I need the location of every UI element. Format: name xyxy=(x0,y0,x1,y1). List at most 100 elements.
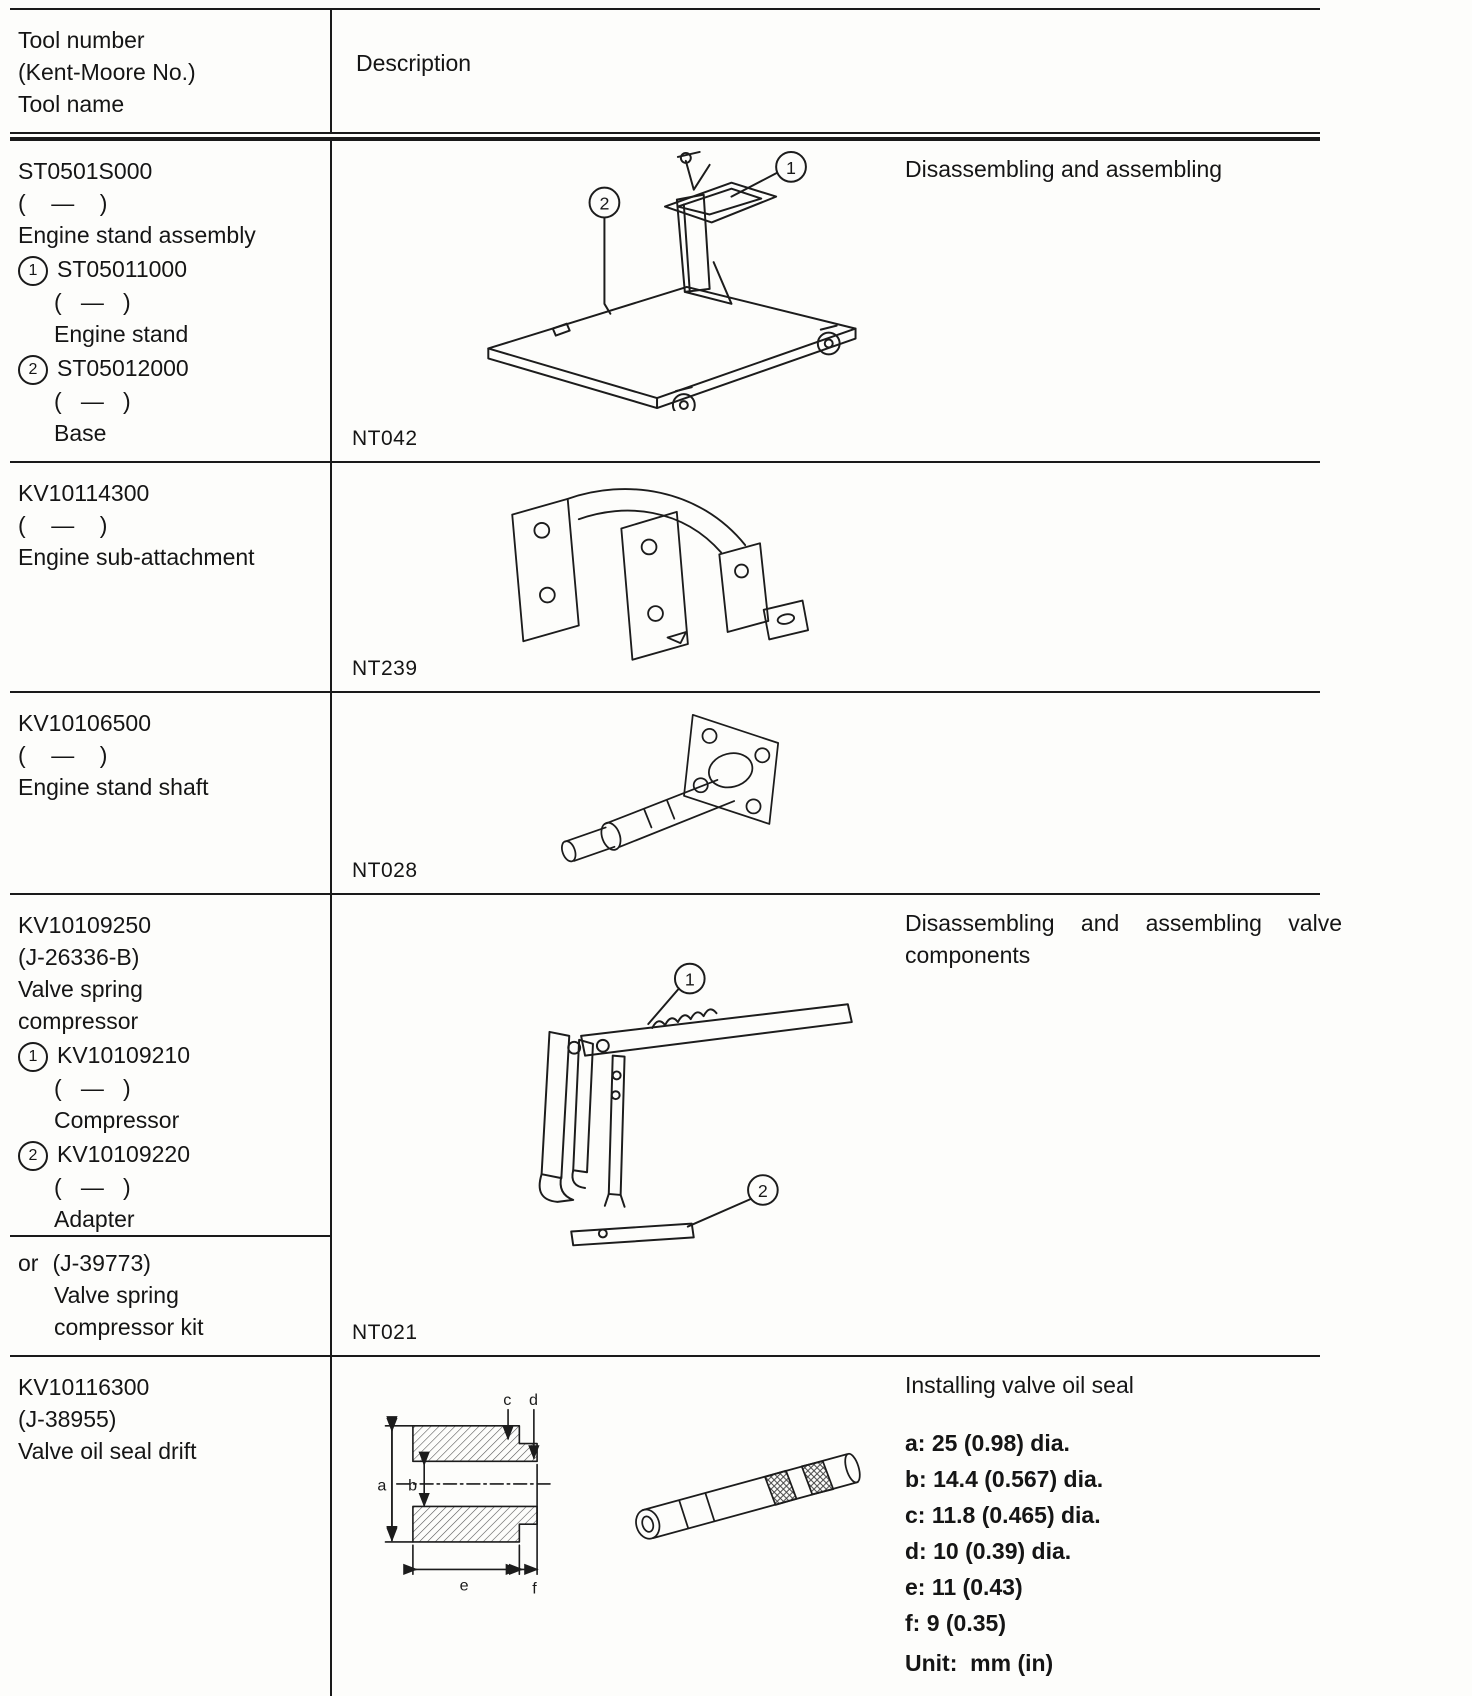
alternate-tool-block: or (J-39773) Valve spring compressor kit xyxy=(10,1235,330,1343)
tool-cell: ST0501S000 ( — ) Engine stand assembly 1… xyxy=(10,141,332,461)
header-kent-moore: (Kent-Moore No.) xyxy=(18,59,196,85)
table-row: KV10106500 ( — ) Engine stand shaft NT0 xyxy=(10,691,1320,893)
figure-code: NT021 xyxy=(352,1321,418,1344)
sub-tool-item: 1 KV10109210 xyxy=(18,1039,318,1072)
circled-number: 1 xyxy=(18,1042,48,1072)
engine-stand-figure: 1 2 xyxy=(487,150,857,411)
tool-description-block: Installing valve oil seal a: 25 (0.98) d… xyxy=(905,1369,1342,1679)
tool-name: compressor xyxy=(18,1008,139,1034)
sub-tool-name: Base xyxy=(54,420,107,446)
header-divider xyxy=(10,132,1320,141)
alt-tool-name: Valve spring xyxy=(54,1282,179,1308)
circled-number: 1 xyxy=(18,256,48,286)
sub-tool-kent: ( — ) xyxy=(54,289,131,315)
tool-cell: KV10109250 (J-26336-B) Valve spring comp… xyxy=(10,895,332,1355)
header-description: Description xyxy=(356,50,472,76)
description-cell: NT028 xyxy=(332,693,1320,893)
tool-description: Disassembling and assembling xyxy=(905,156,1223,182)
svg-text:1: 1 xyxy=(685,970,695,990)
table-row: ST0501S000 ( — ) Engine stand assembly 1… xyxy=(10,141,1320,461)
seal-drift-figure xyxy=(635,1452,861,1540)
tool-name: Engine stand shaft xyxy=(18,774,209,800)
sub-tool-code: KV10109220 xyxy=(57,1141,191,1167)
figure-callout-1: 1 xyxy=(730,150,807,198)
dim-label-a: a xyxy=(377,1476,386,1494)
engine-sub-attachment-figure xyxy=(511,488,809,661)
circled-number: 2 xyxy=(18,1141,48,1171)
svg-text:2: 2 xyxy=(758,1181,768,1201)
tool-code: KV10106500 xyxy=(18,710,152,736)
tool-code: KV10114300 xyxy=(18,480,150,506)
header-tool-name: Tool name xyxy=(18,91,125,117)
description-cell: NT239 xyxy=(332,463,1320,691)
sub-tool-kent: ( — ) xyxy=(54,1075,131,1101)
sub-tool-item: 1 ST05011000 xyxy=(18,253,318,286)
svg-text:2: 2 xyxy=(599,194,609,214)
engine-stand-shaft-figure xyxy=(561,713,780,863)
table-row: KV10109250 (J-26336-B) Valve spring comp… xyxy=(10,893,1342,1355)
tool-name: Engine sub-attachment xyxy=(18,544,255,570)
dimension-line: e: 11 (0.43) xyxy=(905,1574,1023,1600)
dimension-line: c: 11.8 (0.465) dia. xyxy=(905,1502,1101,1528)
figure-callout-2: 2 xyxy=(686,1174,779,1228)
dim-label-b: b xyxy=(408,1476,417,1494)
sub-tool-code: ST05012000 xyxy=(57,355,189,381)
alt-tool-name: compressor kit xyxy=(54,1314,204,1340)
tool-code: ST0501S000 xyxy=(18,158,153,184)
alt-kent: (J-39773) xyxy=(52,1250,151,1276)
figure-code: NT239 xyxy=(352,657,418,680)
dimension-line: b: 14.4 (0.567) dia. xyxy=(905,1466,1104,1492)
figure-code: NT042 xyxy=(352,427,418,450)
dim-label-d: d xyxy=(529,1391,538,1409)
sub-tool-name: Compressor xyxy=(54,1107,180,1133)
circled-number: 2 xyxy=(18,355,48,385)
sub-tool-item: 2 KV10109220 xyxy=(18,1138,318,1171)
dim-label-c: c xyxy=(503,1391,511,1409)
sub-tool-name: Engine stand xyxy=(54,321,189,347)
header-tool-column: Tool number (Kent-Moore No.) Tool name xyxy=(10,10,332,132)
sub-tool-name: Adapter xyxy=(54,1206,135,1232)
special-tools-table: Tool number (Kent-Moore No.) Tool name D… xyxy=(10,8,1342,1696)
sub-tool-code: ST05011000 xyxy=(57,256,188,282)
tool-kent: ( — ) xyxy=(18,512,108,538)
description-cell: a b c d e xyxy=(332,1357,1320,1696)
figure-callout-2: 2 xyxy=(588,186,621,315)
dim-label-f: f xyxy=(532,1580,537,1598)
unit-note: Unit: mm (in) xyxy=(905,1650,1054,1676)
dimension-line: d: 10 (0.39) dia. xyxy=(905,1538,1072,1564)
header-description-column: Description xyxy=(332,10,1320,132)
figure-callout-1: 1 xyxy=(647,962,706,1026)
tool-kent: (J-26336-B) xyxy=(18,944,140,970)
tool-kent: ( — ) xyxy=(18,190,108,216)
valve-spring-compressor-figure: 1 2 xyxy=(538,962,853,1247)
dimension-line: a: 25 (0.98) dia. xyxy=(905,1430,1070,1456)
table-row: KV10116300 (J-38955) Valve oil seal drif… xyxy=(10,1355,1320,1696)
tool-name: Valve oil seal drift xyxy=(18,1438,197,1464)
tool-description: Disassembling and assembling valve compo… xyxy=(905,910,1342,968)
seal-drift-section-figure: a b c d e xyxy=(377,1391,553,1598)
dimension-list: a: 25 (0.98) dia. b: 14.4 (0.567) dia. c… xyxy=(905,1427,1342,1643)
tool-name: Valve spring xyxy=(18,976,143,1002)
description-cell: 1 2 Disassembling and assembling NT042 xyxy=(332,141,1320,461)
figure-code: NT028 xyxy=(352,859,418,882)
tool-cell: KV10106500 ( — ) Engine stand shaft xyxy=(10,693,332,893)
alt-prefix: or xyxy=(18,1250,39,1276)
tool-code: KV10109250 xyxy=(18,912,152,938)
dim-label-e: e xyxy=(460,1576,469,1594)
sub-tool-item: 2 ST05012000 xyxy=(18,352,318,385)
tool-code: KV10116300 xyxy=(18,1374,150,1400)
sub-tool-code: KV10109210 xyxy=(57,1042,191,1068)
header-tool-number: Tool number xyxy=(18,27,145,53)
svg-text:1: 1 xyxy=(786,158,796,178)
table-row: KV10114300 ( — ) Engine sub-attachment xyxy=(10,461,1320,691)
tool-description: Installing valve oil seal xyxy=(905,1372,1134,1398)
description-cell: 1 2 Disassembling and assembling valve c… xyxy=(332,895,1342,1355)
tool-name: Engine stand assembly xyxy=(18,222,256,248)
dimension-line: f: 9 (0.35) xyxy=(905,1610,1006,1636)
tool-kent: ( — ) xyxy=(18,742,108,768)
sub-tool-kent: ( — ) xyxy=(54,388,131,414)
table-header-row: Tool number (Kent-Moore No.) Tool name D… xyxy=(10,10,1320,132)
sub-tool-kent: ( — ) xyxy=(54,1174,131,1200)
tool-cell: KV10114300 ( — ) Engine sub-attachment xyxy=(10,463,332,691)
